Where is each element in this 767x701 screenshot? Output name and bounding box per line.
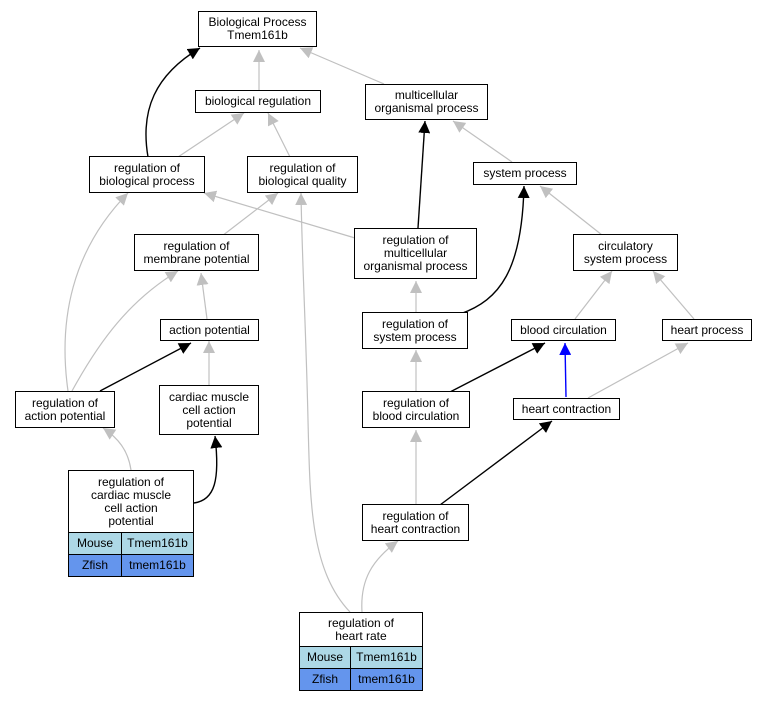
node-label: regulation of membrane potential bbox=[143, 238, 250, 266]
edge-heart-contraction-to-heart-process bbox=[587, 342, 689, 399]
species-cell: Mouse bbox=[69, 533, 122, 554]
node-regulation-of-blood-circulation[interactable]: regulation of blood circulation bbox=[362, 391, 470, 428]
edge-reg-cardiac-ap-to-reg-action-potential bbox=[102, 427, 132, 471]
node-label: regulation of system process bbox=[373, 316, 457, 344]
node-label: circulatory system process bbox=[583, 238, 668, 266]
edge-reg-action-potential-to-reg-membrane bbox=[71, 270, 179, 392]
node-label: action potential bbox=[169, 322, 250, 337]
species-cell: Mouse bbox=[300, 647, 351, 668]
edge-blood-circulation-to-circulatory bbox=[574, 270, 613, 320]
gene-cell: Tmem161b bbox=[127, 536, 188, 550]
node-label: Biological Process Tmem161b bbox=[208, 15, 307, 42]
edge-reg-action-potential-regulates-action-potential bbox=[99, 342, 192, 392]
node-label: heart contraction bbox=[521, 401, 612, 416]
edge-action-potential-to-reg-membrane bbox=[196, 272, 209, 320]
node-multicellular-organismal-process[interactable]: multicellular organismal process bbox=[365, 84, 488, 120]
edge-circulatory-to-system-process bbox=[539, 185, 603, 236]
edge-reg-heart-rate-to-reg-heart-contraction bbox=[361, 540, 399, 613]
node-heart-process[interactable]: heart process bbox=[662, 319, 752, 341]
node-label: regulation of multicellular organismal p… bbox=[363, 233, 468, 273]
species-cell: Zfish bbox=[69, 555, 122, 576]
node-system-process[interactable]: system process bbox=[473, 162, 577, 185]
edge-reg-multicellular-to-reg-bio-process bbox=[203, 190, 356, 239]
node-heart-contraction[interactable]: heart contraction bbox=[513, 398, 620, 420]
gene-cell: Tmem161b bbox=[356, 650, 417, 664]
node-circulatory-system-process[interactable]: circulatory system process bbox=[573, 234, 678, 271]
edge-heart-contraction-part-of-blood-circulation bbox=[559, 342, 572, 398]
edge-reg-blood-circulation-regulates-blood-circulation bbox=[449, 342, 546, 393]
node-label: regulation of heart contraction bbox=[370, 508, 461, 536]
edge-system-process-to-multicellular bbox=[452, 120, 513, 163]
edge-reg-bio-process-regulates-bp bbox=[145, 47, 201, 158]
node-regulation-of-multicellular-organismal-process[interactable]: regulation of multicellular organismal p… bbox=[354, 228, 477, 279]
edge-multicellular-to-bp bbox=[299, 47, 385, 85]
node-label: regulation of blood circulation bbox=[372, 395, 460, 423]
gene-cell: tmem161b bbox=[129, 558, 186, 572]
node-regulation-of-biological-process[interactable]: regulation of biological process bbox=[89, 156, 205, 193]
node-label: system process bbox=[483, 166, 567, 180]
annotation-row-mouse: Mouse Tmem161b bbox=[300, 646, 422, 668]
node-regulation-of-biological-quality[interactable]: regulation of biological quality bbox=[247, 156, 358, 193]
node-regulation-of-cardiac-muscle-cell-action-potential[interactable]: regulation of cardiac muscle cell action… bbox=[68, 470, 194, 577]
node-label: biological regulation bbox=[204, 94, 312, 108]
node-label: multicellular organismal process bbox=[374, 88, 479, 115]
node-regulation-of-membrane-potential[interactable]: regulation of membrane potential bbox=[134, 234, 259, 271]
edge-reg-multicellular-regulates-multicellular bbox=[417, 120, 431, 229]
node-blood-circulation[interactable]: blood circulation bbox=[511, 319, 616, 341]
node-label: regulation of biological quality bbox=[258, 160, 347, 188]
node-regulation-of-system-process[interactable]: regulation of system process bbox=[362, 312, 468, 349]
annotation-row-mouse: Mouse Tmem161b bbox=[69, 532, 193, 554]
node-label: cardiac muscle cell action potential bbox=[168, 389, 250, 430]
node-regulation-of-action-potential[interactable]: regulation of action potential bbox=[15, 391, 115, 428]
node-label: regulation of heart rate bbox=[327, 615, 395, 643]
node-label: regulation of cardiac muscle cell action… bbox=[90, 474, 172, 528]
node-label: regulation of action potential bbox=[24, 395, 106, 423]
edge-reg-heart-contraction-regulates-heart-contraction bbox=[439, 420, 553, 506]
gene-cell: tmem161b bbox=[358, 672, 415, 686]
node-action-potential[interactable]: action potential bbox=[160, 319, 259, 341]
annotation-row-zfish: Zfish tmem161b bbox=[69, 554, 193, 576]
node-biological-regulation[interactable]: biological regulation bbox=[195, 90, 321, 113]
edge-reg-cardiac-ap-regulates-cardiac-ap bbox=[193, 435, 223, 504]
node-label: regulation of biological process bbox=[99, 160, 195, 188]
node-regulation-of-heart-rate[interactable]: regulation of heart rate Mouse Tmem161b … bbox=[299, 612, 423, 691]
node-cardiac-muscle-cell-action-potential[interactable]: cardiac muscle cell action potential bbox=[159, 385, 259, 435]
edge-heart-process-to-circulatory bbox=[652, 270, 695, 320]
edge-reg-heart-rate-to-reg-bio-quality bbox=[295, 192, 351, 613]
node-label: blood circulation bbox=[520, 322, 607, 337]
edge-reg-action-potential-to-reg-bio-process bbox=[64, 192, 129, 392]
edge-reg-membrane-to-reg-bio-quality bbox=[221, 192, 279, 237]
edge-reg-bio-quality-to-bio-regulation bbox=[267, 112, 291, 158]
annotation-row-zfish: Zfish tmem161b bbox=[300, 668, 422, 690]
node-biological-process[interactable]: Biological Process Tmem161b bbox=[198, 11, 317, 47]
edge-reg-bio-process-to-bio-regulation bbox=[177, 112, 245, 158]
edge-reg-system-regulates-system bbox=[459, 185, 530, 315]
node-label: heart process bbox=[670, 322, 744, 337]
node-regulation-of-heart-contraction[interactable]: regulation of heart contraction bbox=[362, 504, 469, 541]
species-cell: Zfish bbox=[300, 669, 351, 690]
